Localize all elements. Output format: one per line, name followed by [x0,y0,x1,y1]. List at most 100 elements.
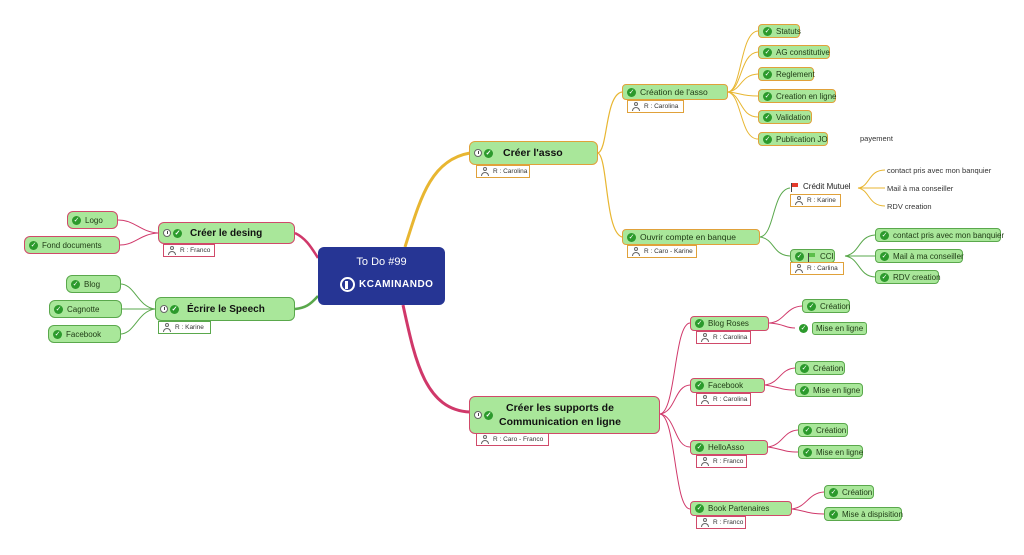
responsible-text: R : Carolina [713,334,748,341]
person-icon [701,518,709,527]
node-creer-supports[interactable]: ✓ Créer les supports de Communication en… [469,396,660,434]
check-icon: ✓ [880,251,889,261]
check-icon: ✓ [173,228,182,238]
check-icon: ✓ [695,319,704,328]
check-icon: ✓ [170,304,179,314]
responsible-text: R : Caro - Karine [644,248,693,255]
text-mail-conseiller[interactable]: Mail à ma conseiller [887,184,954,193]
check-icon: ✓ [807,301,816,311]
person-icon [481,167,489,176]
node-book-partenaires[interactable]: ✓Book Partenaires [690,501,792,516]
check-icon: ✓ [763,26,772,36]
check-icon: ✓ [763,134,772,144]
check-icon: ✓ [484,410,493,420]
node-blog-creation[interactable]: ✓Création [802,299,850,313]
responsible-tag: R : Caro - Karine [627,245,697,258]
node-fond-documents[interactable]: ✓ Fond documents [24,236,120,254]
node-creer-asso[interactable]: ✓ Créer l'asso [469,141,598,165]
node-cci-rdv[interactable]: ✓RDV creation [875,270,941,284]
node-label: Mise à dispisition [842,509,903,519]
clock-icon [474,411,482,419]
check-icon: ✓ [29,240,38,250]
check-icon: ✓ [695,443,704,452]
node-cci-mail[interactable]: ✓Mail à ma conseiller [875,249,964,263]
responsible-tag: R : Franco [696,516,746,529]
flag-icon [808,252,816,262]
node-label: Facebook [708,381,744,390]
node-label: HelloAsso [708,443,745,452]
node-label: Blog [84,279,101,289]
node-book-mise-a-disposition[interactable]: ✓Mise à dispisition [824,507,903,521]
responsible-tag: R : Franco [163,244,215,257]
person-icon [632,102,640,111]
node-creation-asso[interactable]: ✓ Création de l'asso [622,84,728,100]
check-icon: ✓ [763,47,772,57]
node-ecrire-speech[interactable]: ✓ Écrire le Speech [155,297,295,321]
node-book-creation[interactable]: ✓ Création [824,485,874,499]
node-compte-banque[interactable]: ✓ Ouvrir compte en banque [622,229,760,245]
node-speech-blog[interactable]: ✓Blog [66,275,121,293]
node-ag-constitutive[interactable]: ✓AG constitutive [758,45,830,59]
responsible-tag: R : Carlina [790,262,844,275]
node-creer-desing[interactable]: ✓ Créer le desing [158,222,295,244]
check-icon: ✓ [53,329,62,339]
responsible-tag: R : Carolina [476,165,530,178]
node-label: Blog Roses [708,319,749,328]
responsible-text: R : Franco [713,519,744,526]
responsible-text: R : Carolina [713,396,748,403]
node-logo[interactable]: ✓Logo [67,211,118,229]
node-speech-cagnotte[interactable]: ✓Cagnotte [49,300,122,318]
check-icon: ✓ [54,304,63,314]
node-credit-mutuel[interactable]: Crédit Mutuel [791,182,851,192]
person-icon [481,435,489,444]
node-cci[interactable]: ✓ CCI [790,249,835,263]
check-icon: ✓ [484,148,493,158]
node-facebook[interactable]: ✓Facebook [690,378,765,393]
node-label: Fond documents [42,240,102,250]
node-facebook-mise-en-ligne[interactable]: ✓Mise en ligne [795,383,863,397]
central-topic[interactable]: To Do #99 KCAMINANDO [318,247,445,305]
check-icon: ✓ [803,447,812,457]
check-icon: ✓ [763,91,772,101]
node-helloasso[interactable]: ✓ HelloAsso [690,440,768,455]
check-icon: ✓ [800,363,809,373]
node-blog-roses[interactable]: ✓ Blog Roses [690,316,769,331]
node-reglement[interactable]: ✓Reglement [758,67,815,81]
node-helloasso-creation[interactable]: ✓Création [798,423,848,437]
person-icon [795,196,803,205]
responsible-text: R : Karine [175,324,204,331]
node-cci-contact[interactable]: ✓contact pris avec mon banquier [875,228,1004,242]
person-icon [701,333,709,342]
node-validation[interactable]: ✓ Validation [758,110,812,124]
node-label: Validation [776,112,811,122]
node-label: Statuts [776,26,801,36]
responsible-tag: R : Carolina [696,331,751,344]
node-facebook-creation[interactable]: ✓Création [795,361,845,375]
node-label-line2: Communication en ligne [499,416,621,428]
check-icon: ✓ [627,87,636,97]
node-blog-mise-en-ligne[interactable]: ✓Mise en ligne [795,321,868,335]
kcaminando-logo: KCAMINANDO [340,277,433,292]
node-label: Créer l'asso [503,147,563,159]
node-creation-en-ligne[interactable]: ✓ Creation en ligne [758,89,836,103]
node-statuts[interactable]: ✓ Statuts [758,24,801,38]
node-label: Mise en ligne [816,447,864,457]
node-label: Création [842,487,873,497]
text-rdv-creation[interactable]: RDV creation [887,202,932,211]
node-publication-jo[interactable]: ✓Publication JO [758,132,828,146]
check-icon: ✓ [829,487,838,497]
node-label: Mise en ligne [812,321,868,335]
responsible-tag: R : Karine [158,321,211,334]
responsible-tag: R : Carolina [627,100,684,113]
node-label: Creation en ligne [776,91,837,101]
responsible-text: R : Karine [807,197,836,204]
node-label: Reglement [776,69,815,79]
check-icon: ✓ [695,504,704,513]
text-contact-banquier[interactable]: contact pris avec mon banquier [887,166,992,175]
node-helloasso-mise-en-ligne[interactable]: ✓ Mise en ligne [798,445,863,459]
check-icon: ✓ [763,112,772,122]
node-speech-facebook[interactable]: ✓Facebook [48,325,121,343]
person-icon [168,246,176,255]
node-label: CCI [820,251,834,261]
clock-icon [163,229,171,237]
